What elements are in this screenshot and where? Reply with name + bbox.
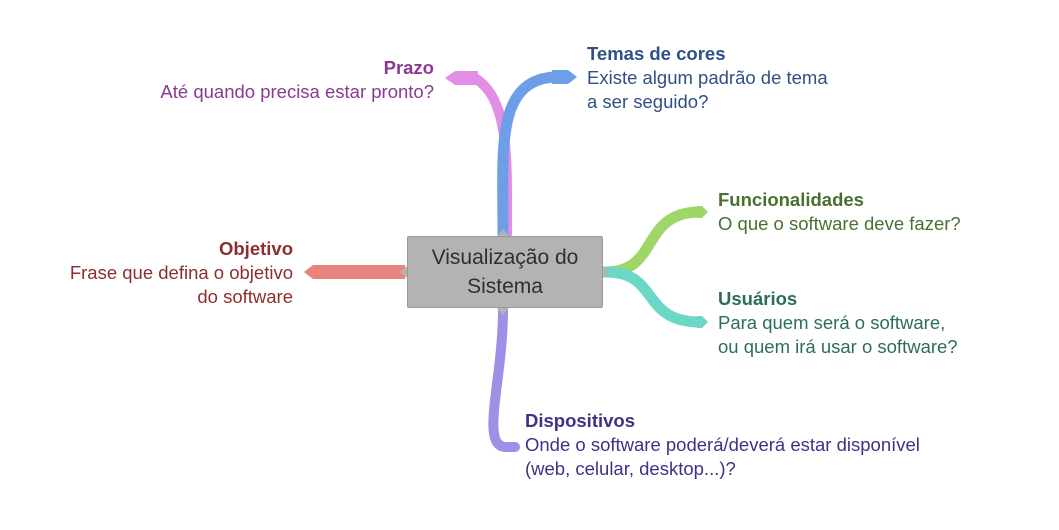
node-prazo[interactable]: Prazo Até quando precisa estar pronto? <box>160 56 434 104</box>
node-usuarios-text: Para quem será o software, ou quem irá u… <box>718 312 958 357</box>
node-funcionalidades-title: Funcionalidades <box>718 189 864 210</box>
node-dispositivos-text: Onde o software poderá/deverá estar disp… <box>525 434 920 479</box>
branch-temas-arrow <box>552 70 577 84</box>
node-temas-title: Temas de cores <box>587 43 726 64</box>
branch-funcionalidades-connector <box>600 206 706 278</box>
central-topic-label: Visualização do Sistema <box>431 246 579 298</box>
node-funcionalidades[interactable]: Funcionalidades O que o software deve fa… <box>718 188 961 236</box>
center-left-tip <box>400 266 407 278</box>
center-top-tip <box>497 229 509 236</box>
branch-usuarios-arrow <box>697 316 708 328</box>
node-usuarios-title: Usuários <box>718 288 798 309</box>
branch-objetivo-connector <box>304 265 405 279</box>
node-objetivo-title: Objetivo <box>218 238 293 259</box>
node-prazo-title: Prazo <box>383 57 434 78</box>
node-objetivo-text: Frase que defina o objetivo do software <box>69 262 293 307</box>
node-temas[interactable]: Temas de cores Existe algum padrão de te… <box>587 42 828 114</box>
central-topic[interactable]: Visualização do Sistema <box>407 236 603 308</box>
branch-funcionalidades-arrow <box>697 206 708 218</box>
center-right-tip <box>603 266 610 278</box>
node-temas-text: Existe algum padrão de tema a ser seguid… <box>587 67 828 112</box>
branch-prazo-arrow <box>445 71 478 85</box>
node-usuarios[interactable]: Usuários Para quem será o software, ou q… <box>718 287 958 359</box>
node-dispositivos-title: Dispositivos <box>525 410 635 431</box>
node-prazo-text: Até quando precisa estar pronto? <box>160 81 434 102</box>
node-objetivo[interactable]: Objetivo Frase que defina o objetivo do … <box>70 237 293 309</box>
branch-dispositivos-connector <box>488 305 520 452</box>
branch-temas-connector <box>497 71 561 240</box>
center-bottom-tip <box>497 308 509 315</box>
node-dispositivos[interactable]: Dispositivos Onde o software poderá/deve… <box>525 409 920 481</box>
node-funcionalidades-text: O que o software deve fazer? <box>718 213 961 234</box>
branch-usuarios-connector <box>600 266 706 328</box>
